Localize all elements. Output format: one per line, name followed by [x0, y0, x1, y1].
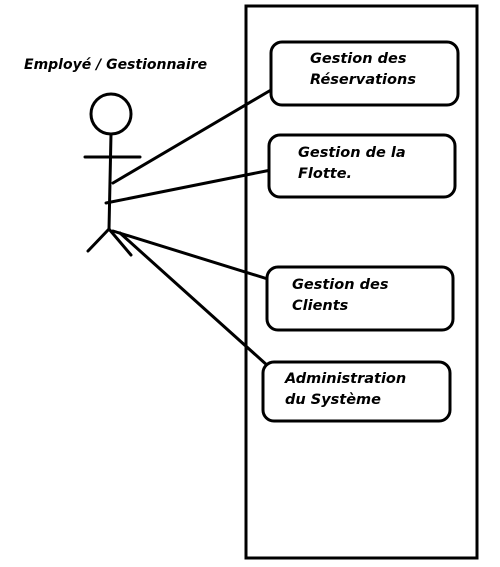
association-administration: [118, 231, 270, 368]
actor-head: [89, 92, 133, 136]
actor-body: [107, 132, 113, 231]
use-case-flotte: [267, 133, 457, 199]
system-boundary: [244, 4, 479, 560]
actor-label: Employé / Gestionnaire: [24, 57, 208, 73]
use-case-label-clients: Gestion des Clients: [292, 277, 389, 315]
use-case-label-reservations: Gestion des Réservations: [310, 51, 416, 89]
association-clients: [111, 229, 273, 282]
use-case-label-administration: Administration du Système: [285, 371, 407, 409]
actor-left-leg: [86, 227, 111, 253]
association-reservations: [111, 88, 273, 185]
use-case-clients: [265, 265, 455, 332]
use-case-label-flotte: Gestion de la Flotte.: [298, 145, 406, 183]
association-flotte: [104, 168, 273, 205]
use-case-reservations: [269, 40, 460, 107]
actor-stick-figure: [83, 92, 142, 257]
use-case-administration: [261, 360, 452, 423]
actor-right-leg: [107, 227, 133, 257]
